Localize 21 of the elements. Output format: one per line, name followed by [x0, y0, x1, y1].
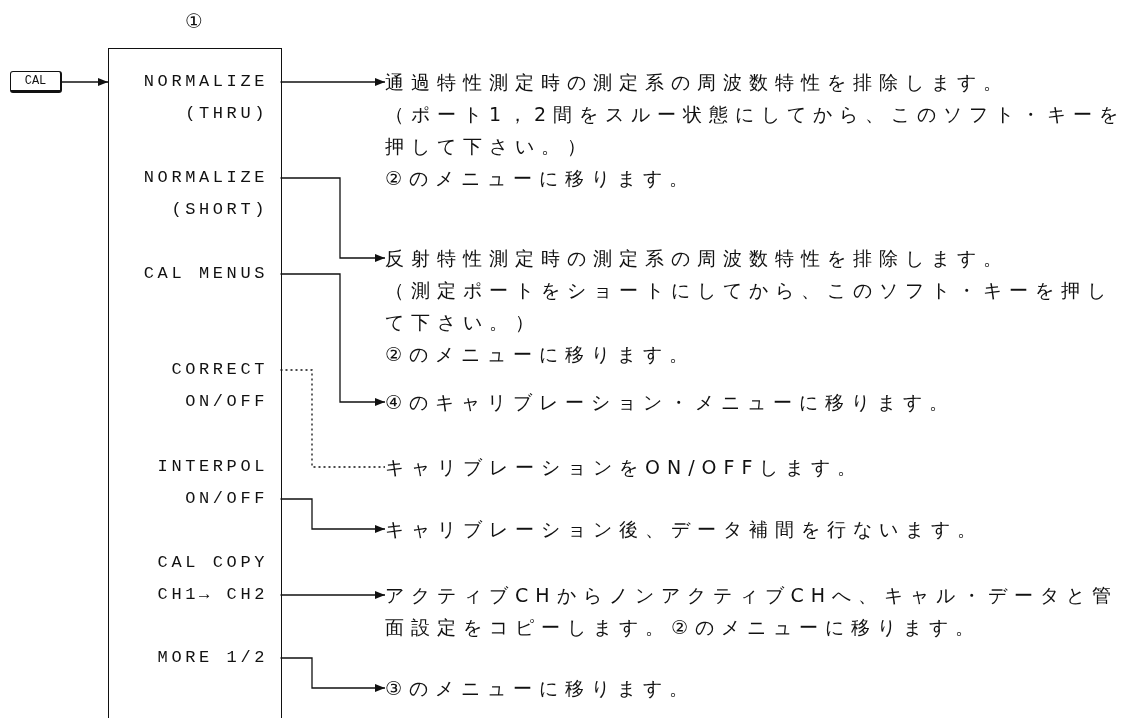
arrow	[61, 78, 109, 86]
description-text: キャリブレーション後、データ補間を行ないます。	[385, 517, 984, 542]
arrow	[279, 591, 386, 599]
description-text: 反射特性測定時の測定系の周波数特性を排除します。	[385, 246, 1010, 271]
arrow	[279, 273, 386, 406]
arrow	[279, 177, 386, 262]
arrow	[279, 498, 386, 533]
description-text: ②のメニューに移ります。	[385, 166, 697, 191]
arrow	[279, 78, 386, 86]
arrow	[279, 657, 386, 692]
description-text: アクティブCHからノンアクティブCHへ、キャル・データと管面設定をコピーします。②のメニューに移ります。	[385, 583, 1120, 640]
dotted-connector	[279, 369, 386, 468]
description-text: キャリブレーションをON/OFFします。	[385, 455, 865, 480]
description-text: （ポート1，2間をスルー状態にしてから、このソフト・キーを押して下さい。）	[385, 102, 1127, 159]
cal-key: CAL	[10, 71, 62, 93]
description-text: （測定ポートをショートにしてから、このソフト・キーを押して下さい。）	[385, 278, 1114, 335]
description-text: 通過特性測定時の測定系の周波数特性を排除します。	[385, 70, 1010, 95]
description-text: ③のメニューに移ります。	[385, 676, 697, 701]
description-text: ④のキャリブレーション・メニューに移ります。	[385, 390, 957, 415]
description-text: ②のメニューに移ります。	[385, 342, 697, 367]
menu-number: ①	[185, 9, 203, 33]
